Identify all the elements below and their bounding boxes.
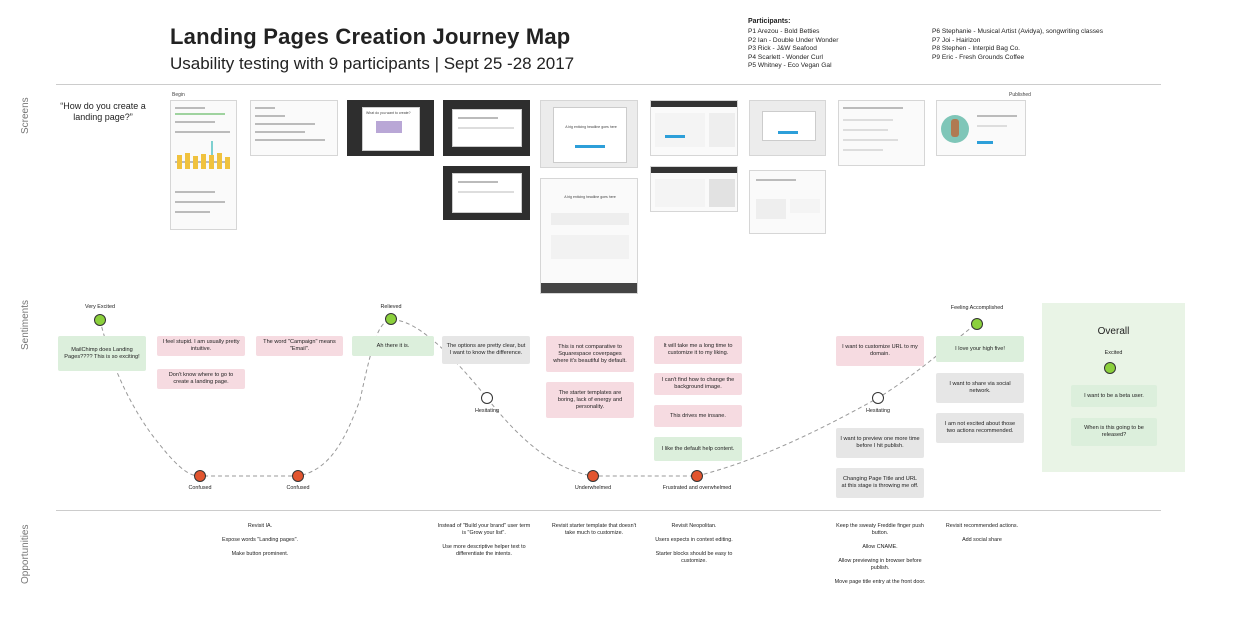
overall-card: I want to be a beta user. (1071, 385, 1157, 407)
overall-mood-label: Excited (1104, 350, 1123, 356)
happy-face-icon (971, 318, 983, 330)
opportunity-note: Keep the sweaty Freddie finger push butt… (834, 523, 926, 585)
screenshot-editor-blocks (650, 166, 738, 212)
screenshot-editor (650, 100, 738, 156)
participant-item: P3 Rick - J&W Seafood (748, 45, 817, 53)
sentiment-card: It will take me a long time to customize… (654, 336, 742, 364)
participant-item: P4 Scarlett - Wonder Curl (748, 53, 824, 61)
sentiment-card: Ah there it is. (352, 336, 434, 356)
screenshot-checklist (838, 100, 925, 166)
participant-item: P5 Whitney - Eco Vegan Gal (748, 62, 832, 70)
sentiment-card: I like the default help content. (654, 437, 742, 461)
happy-face-icon (385, 313, 397, 325)
sad-face-icon (587, 470, 599, 482)
sentiment-card: I feel stupid. I am usually pretty intui… (157, 336, 245, 356)
neutral-face-icon (481, 392, 493, 404)
screenshot-campaigns (250, 100, 338, 156)
sentiment-card: I am not excited about those two actions… (936, 413, 1024, 443)
sentiment-label: Hesitating (475, 408, 499, 414)
opportunity-note: Revisit recommended actions. Add social … (945, 523, 1019, 543)
opportunity-note: Revisit starter template that doesn't ta… (551, 523, 637, 536)
screenshot-create-modal: What do you want to create? (347, 100, 434, 156)
sad-face-icon (194, 470, 206, 482)
sentiment-card: I can't find how to change the backgroun… (654, 373, 742, 395)
happy-face-icon (94, 314, 106, 326)
sentiment-label: Underwhelmed (574, 485, 612, 491)
sentiment-card: I want to customize URL to my domain. (836, 336, 924, 366)
sentiment-label: Confused (188, 485, 212, 491)
participant-item: P1 Arezou - Bold Betties (748, 28, 820, 35)
sentiment-card: I love your high five! (936, 336, 1024, 362)
sentiment-label: Very Excited (85, 304, 115, 310)
sentiment-card: MailChimp does Landing Pages???? This is… (58, 336, 146, 371)
screenshot-dashboard (170, 100, 237, 230)
divider (56, 84, 1161, 85)
sentiment-card: I want to share via social network. (936, 373, 1024, 403)
participant-item: P9 Eric - Fresh Grounds Coffee (932, 53, 1025, 61)
sentiment-card: This is not comparative to Squarespace c… (546, 336, 634, 372)
screenshot-audience-modal (443, 166, 530, 220)
page-subtitle: Usability testing with 9 participants | … (170, 54, 575, 73)
screenshot-template: A big enticing headline goes here (540, 100, 638, 168)
participant-item: P6 Stephanie - Musical Artist (Avidya), … (932, 28, 1104, 35)
overall-title: Overall (1097, 326, 1130, 337)
participant-item: P8 Stephen - Interpid Bag Co. (932, 45, 1020, 53)
participant-item: P2 Ian - Double Under Wonder (748, 36, 839, 44)
page-title: Landing Pages Creation Journey Map (170, 24, 571, 49)
screenshot-settings (749, 100, 826, 156)
screenshot-published (936, 100, 1026, 156)
modal-question: What do you want to create? (366, 111, 411, 115)
sentiment-label: Relieved (380, 304, 402, 310)
sentiment-label: Confused (286, 485, 310, 491)
participant-item: P7 Joi - Hairizon (932, 36, 981, 44)
overall-card: When is this going to be released? (1071, 418, 1157, 446)
sentiment-card: I want to preview one more time before I… (836, 428, 924, 458)
sentiment-card: Changing Page Title and URL at this stag… (836, 468, 924, 498)
template-headline: A big enticing headline goes here (565, 125, 617, 129)
participants-label: Participants: (748, 18, 791, 25)
published-label: Published (1009, 92, 1031, 98)
screens-question: “How do you create a landing page?” (60, 101, 146, 122)
participants-col-2: P6 Stephanie - Musical Artist (Avidya), … (932, 28, 1103, 62)
sentiment-label: Feeling Accomplished (950, 305, 1004, 311)
sentiment-label: Frustrated and overwhelmed (662, 485, 732, 491)
opportunity-note: Instead of "Build your brand" user term … (437, 523, 531, 557)
divider (56, 510, 1161, 511)
sentiment-card: This drives me insane. (654, 405, 742, 427)
neutral-face-icon (872, 392, 884, 404)
begin-label: Begin (172, 92, 185, 98)
opportunity-note: Revisit Neopolitan. Users expects in con… (655, 523, 733, 564)
sentiment-label: Hesitating (866, 408, 890, 414)
participants-col-1: P1 Arezou - Bold Betties P2 Ian - Double… (748, 28, 838, 71)
happy-face-icon (1104, 362, 1116, 374)
sentiment-card: Don't know where to go to create a landi… (157, 369, 245, 389)
sentiment-card: The word "Campaign" means "Email". (256, 336, 343, 356)
sad-face-icon (292, 470, 304, 482)
screenshot-settings-2 (749, 170, 826, 234)
template-headline-2: A big enticing headline goes here (564, 195, 616, 199)
sad-face-icon (691, 470, 703, 482)
opportunity-note: Revisit IA. Expose words "Landing pages"… (221, 523, 299, 557)
sentiment-card: The starter templates are boring, lack o… (546, 382, 634, 418)
sentiment-card: The options are pretty clear, but I want… (442, 336, 530, 364)
screenshot-template-long: A big enticing headline goes here (540, 178, 638, 294)
screenshot-name-modal (443, 100, 530, 156)
